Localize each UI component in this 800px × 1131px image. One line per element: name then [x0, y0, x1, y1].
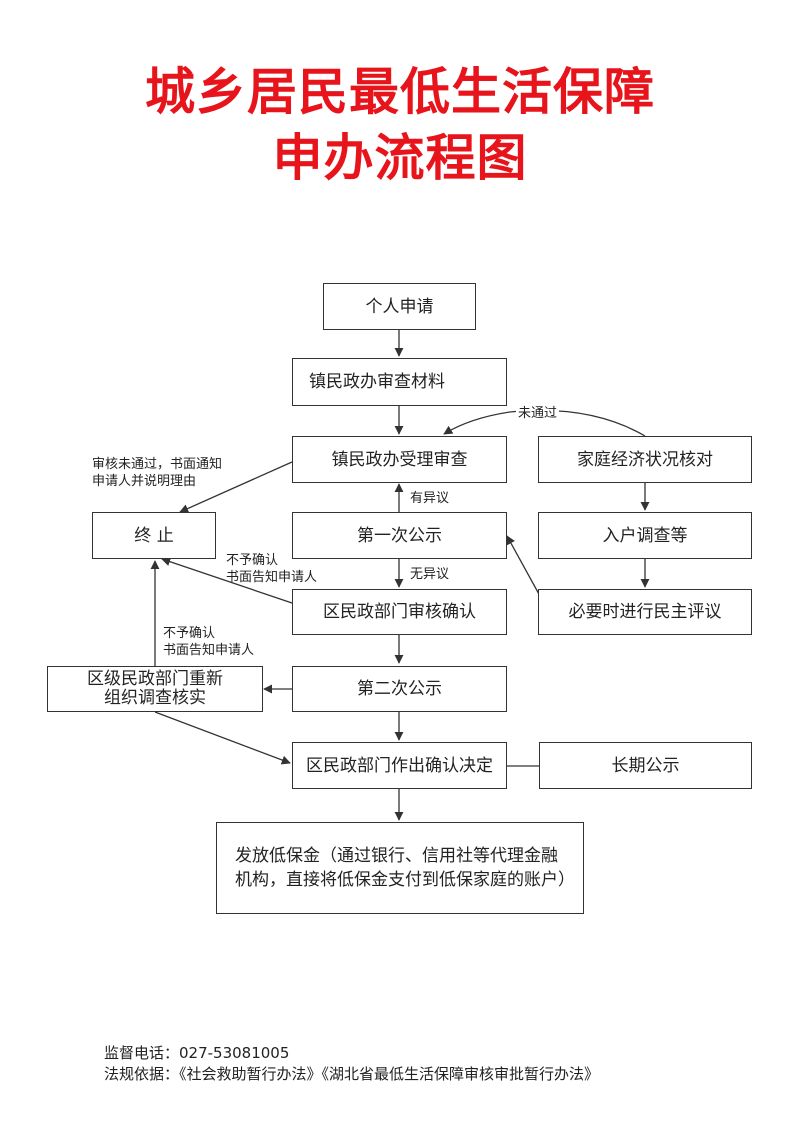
- box-democratic-review: 必要时进行民主评议: [538, 589, 752, 635]
- box-payout: 发放低保金（通过银行、信用社等代理金融 机构，直接将低保金支付到低保家庭的账户）: [216, 822, 584, 914]
- label-not-confirmed-b-line2: 书面告知申请人: [163, 643, 255, 658]
- label-review-fail-line2: 申请人并说明理由: [92, 474, 197, 489]
- box-household-survey: 入户调查等: [538, 512, 752, 559]
- arrow-review-to-first-notice: [506, 535, 541, 597]
- label-not-confirmed-b-line1: 不予确认: [163, 626, 216, 641]
- box-town-accept-review: 镇民政办受理审查: [292, 436, 507, 483]
- box-district-recheck-line2: 组织调查核实: [104, 688, 206, 708]
- box-payout-line2: 机构，直接将低保金支付到低保家庭的账户）: [235, 870, 575, 890]
- box-terminate: 终 止: [92, 512, 216, 559]
- label-review-fail-line1: 审核未通过，书面通知: [92, 457, 223, 472]
- label-not-confirmed-a-line2: 书面告知申请人: [226, 570, 318, 585]
- page-title: 城乡居民最低生活保障: [145, 63, 655, 121]
- box-family-economic-check: 家庭经济状况核对: [538, 436, 752, 483]
- arrow-recheck-to-decision: [154, 711, 291, 765]
- box-payout-line1: 发放低保金（通过银行、信用社等代理金融: [235, 846, 558, 866]
- box-long-term-notice: 长期公示: [539, 742, 752, 789]
- box-district-recheck-line1: 区级民政部门重新: [87, 669, 223, 689]
- label-not-passed: 未通过: [516, 405, 560, 422]
- label-has-objection: 有异议: [410, 491, 450, 506]
- label-not-confirmed-a-line1: 不予确认: [226, 553, 279, 568]
- box-personal-application: 个人申请: [323, 283, 476, 330]
- box-district-recheck: 区级民政部门重新 组织调查核实: [47, 666, 263, 712]
- box-first-notice: 第一次公示: [292, 512, 507, 559]
- label-no-objection: 无异议: [410, 567, 450, 582]
- box-town-review-materials: 镇民政办审查材料: [292, 358, 507, 406]
- arrow-confirm-to-terminate: [161, 557, 293, 604]
- box-district-confirm: 区民政部门审核确认: [292, 589, 507, 635]
- box-second-notice: 第二次公示: [292, 666, 507, 712]
- footer-phone: 监督电话：027-53081005: [104, 1044, 290, 1062]
- arrow-accept-to-terminate: [179, 461, 293, 513]
- footer-legal-basis: 法规依据：《社会救助暂行办法》《湖北省最低生活保障审核审批暂行办法》: [104, 1065, 600, 1083]
- box-district-decision: 区民政部门作出确认决定: [292, 742, 507, 789]
- page-subtitle: 申办流程图: [272, 129, 528, 187]
